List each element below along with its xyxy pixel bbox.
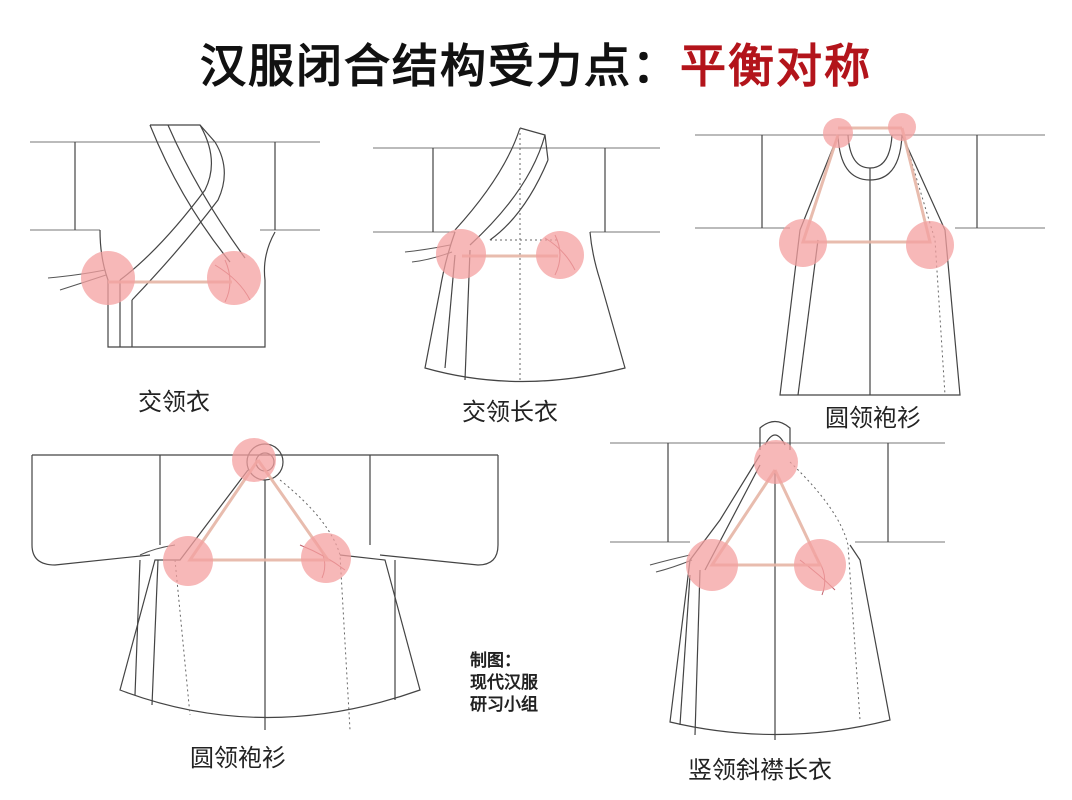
title-main: 汉服闭合结构受力点： [200,39,680,93]
credit-stamp: 制图： 现代汉服 研习小组 [470,650,538,716]
garment-label-5: 竖领斜襟长衣 [688,756,832,784]
garment-jiaolingyi [30,124,320,348]
garment-label-4: 圆领袍衫 [190,744,286,772]
page-title: 汉服闭合结构受力点：平衡对称 [0,30,1072,96]
garment-yuanlingpaoshan-top [695,113,1045,396]
credit-line-2: 现代汉服 [470,673,538,693]
credit-line-3: 研习小组 [470,695,538,715]
garment-jiaolingchangyi [373,127,660,383]
title-accent: 平衡对称 [680,39,872,93]
garment-shulingxiejinchangyi [610,420,945,740]
garment-yuanlingpaoshan-bottom [31,438,499,731]
garment-label-3: 圆领袍衫 [825,404,921,432]
credit-line-1: 制图： [470,651,521,671]
garment-label-2: 交领长衣 [462,398,558,426]
garment-label-1: 交领衣 [138,388,210,416]
